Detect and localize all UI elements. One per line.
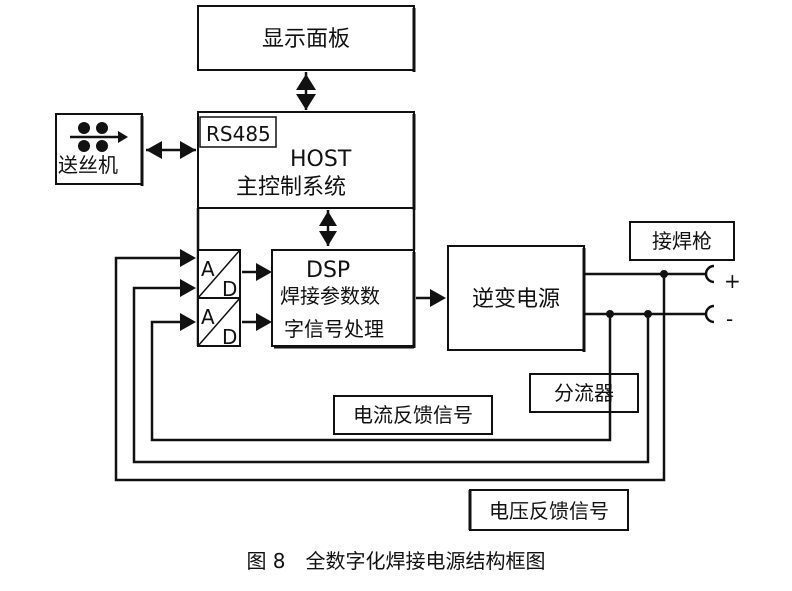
current-feedback-block: 电流反馈信号 (333, 395, 493, 435)
voltage-feedback-block: 电压反馈信号 (468, 489, 629, 531)
voltage-feedback-label: 电压反馈信号 (489, 499, 609, 523)
feeder-rs485-arrow (146, 141, 196, 159)
display-panel-block: 显示面板 (197, 5, 416, 72)
inverter-label: 逆变电源 (472, 287, 560, 312)
junction-dots (606, 270, 668, 318)
current-feedback-label: 电流反馈信号 (353, 403, 473, 427)
host-label: HOST (290, 147, 352, 172)
ad-converter-2: A D (197, 297, 241, 349)
ad-dsp-arrows (242, 263, 272, 331)
dsp-label: DSP (306, 258, 350, 283)
dsp-line1-label: 焊接参数数 (280, 284, 380, 308)
torch-block: 接焊枪 (629, 221, 735, 261)
torch-label: 接焊枪 (652, 229, 712, 253)
wire-feeder-block: 送丝机 (55, 113, 144, 186)
host-dsp-arrow (319, 210, 337, 246)
rs485-label: RS485 (206, 122, 271, 146)
dsp-line2-label: 字信号处理 (284, 317, 384, 341)
feedback-lines (114, 249, 666, 482)
inverter-block: 逆变电源 (447, 245, 586, 352)
ad1-a-label: A (201, 257, 215, 281)
ad2-a-label: A (201, 305, 215, 329)
ad-converter-1: A D (197, 249, 241, 301)
shunt-label: 分流器 (554, 381, 614, 405)
wire-feeder-label: 送丝机 (58, 153, 118, 177)
host-block: RS485 HOST 主控制系统 (197, 111, 416, 210)
shunt-block: 分流器 (529, 373, 639, 413)
display-host-arrow (296, 72, 316, 110)
dsp-block: DSP 焊接参数数 字信号处理 (271, 249, 416, 349)
ad2-d-label: D (222, 325, 237, 349)
wire-feeder-rollers-icon (70, 122, 128, 152)
display-panel-label: 显示面板 (262, 27, 350, 52)
host-cn-label: 主控制系统 (236, 175, 346, 200)
dsp-inverter-arrow (416, 289, 446, 307)
ad1-d-label: D (222, 277, 237, 301)
figure-caption: 图 8 全数字化焊接电源结构框图 (246, 549, 545, 573)
minus-terminal-label: - (726, 307, 733, 331)
plus-terminal-label: + (724, 269, 741, 293)
